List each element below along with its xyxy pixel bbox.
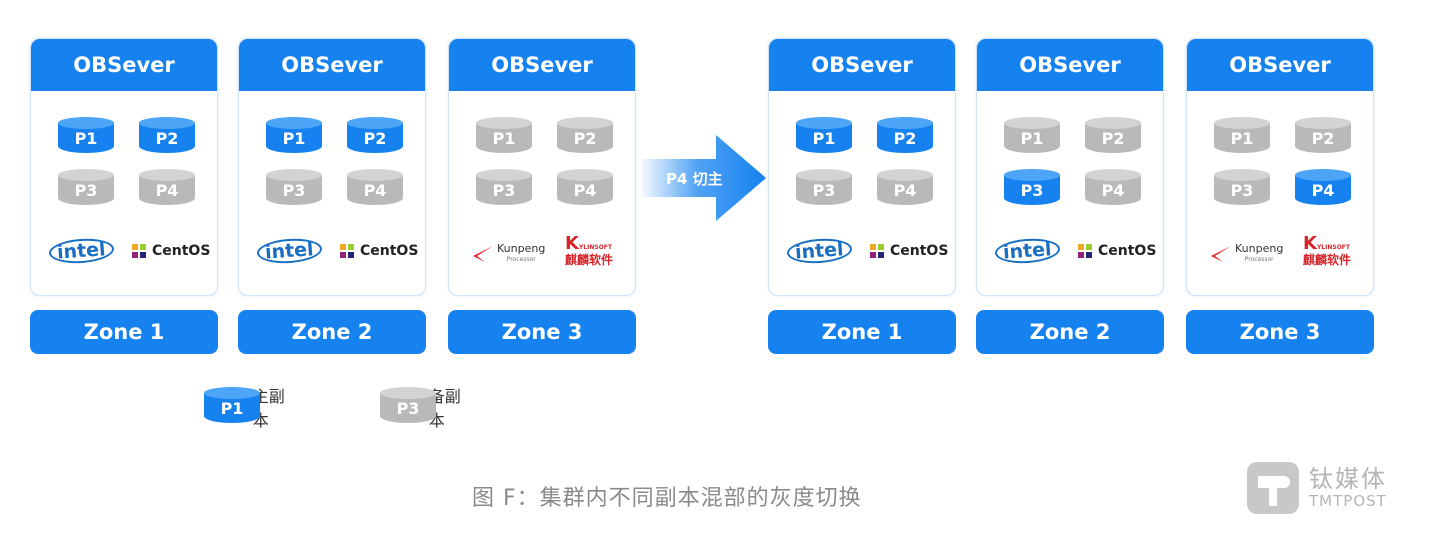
replica-p4-primary: P4 bbox=[1295, 169, 1351, 209]
kunpeng-icon bbox=[473, 246, 493, 262]
observer-title: OBSever bbox=[239, 39, 425, 91]
observer-before-zone-1: OBSever P1 P2 P3 P4 intel CentOS bbox=[30, 38, 218, 296]
replica-p3-backup: P3 bbox=[266, 169, 322, 209]
centos-icon bbox=[340, 244, 354, 258]
replica-p2-backup: P2 bbox=[557, 117, 613, 157]
intel-logo: intel bbox=[48, 236, 115, 266]
arrow-label: P4 切主 bbox=[666, 170, 723, 188]
platform-logos: intel CentOS bbox=[977, 236, 1163, 287]
observer-after-zone-2: OBSever P1 P2 P3 P4 intel CentOS bbox=[976, 38, 1164, 296]
replica-p2-primary: P2 bbox=[347, 117, 403, 157]
replica-p1-backup: P1 bbox=[476, 117, 532, 157]
replica-grid: P1 P2 P3 P4 bbox=[1187, 117, 1373, 237]
intel-logo: intel bbox=[994, 236, 1061, 266]
figure-caption: 图 F：集群内不同副本混部的灰度切换 bbox=[472, 486, 862, 511]
centos-logo: CentOS bbox=[1075, 241, 1156, 261]
tmtpost-watermark: 钛媒体 TMTPOST bbox=[1247, 462, 1387, 514]
replica-p1-primary: P1 bbox=[58, 117, 114, 157]
centos-icon bbox=[132, 244, 146, 258]
zone-label: Zone 3 bbox=[448, 310, 636, 354]
replica-p4-backup: P4 bbox=[347, 169, 403, 209]
replica-p3-backup: P3 bbox=[476, 169, 532, 209]
observer-title: OBSever bbox=[769, 39, 955, 91]
replica-p3-backup: P3 bbox=[796, 169, 852, 209]
observer-before-zone-3: OBSever P1 P2 P3 P4 Kunpeng Processor KY… bbox=[448, 38, 636, 296]
replica-p4-backup: P4 bbox=[1085, 169, 1141, 209]
replica-p1-backup: P1 bbox=[1004, 117, 1060, 157]
replica-p4-backup: P4 bbox=[139, 169, 195, 209]
platform-logos: intel CentOS bbox=[769, 236, 955, 287]
zone-label: Zone 2 bbox=[238, 310, 426, 354]
centos-icon bbox=[1078, 244, 1092, 258]
zone-label: Zone 1 bbox=[768, 310, 956, 354]
legend-backup: P3 备副本 bbox=[380, 383, 462, 431]
observer-title: OBSever bbox=[31, 39, 217, 91]
kunpeng-icon bbox=[1211, 246, 1231, 262]
replica-p3-backup: P3 bbox=[58, 169, 114, 209]
observer-title: OBSever bbox=[1187, 39, 1373, 91]
zone-label: Zone 1 bbox=[30, 310, 218, 354]
replica-p1-primary: P1 bbox=[796, 117, 852, 157]
platform-logos: intel CentOS bbox=[239, 236, 425, 287]
platform-logos: intel CentOS bbox=[31, 236, 217, 287]
observer-title: OBSever bbox=[449, 39, 635, 91]
kunpeng-logo: Kunpeng Processor bbox=[1209, 243, 1283, 265]
kylinsoft-logo: KYLINSOFT 麒麟软件 bbox=[565, 233, 614, 267]
legend-primary: P1 主副本 bbox=[204, 383, 286, 431]
replica-p2-backup: P2 bbox=[1295, 117, 1351, 157]
tmtpost-logo-icon bbox=[1247, 462, 1299, 514]
replica-p2-backup: P2 bbox=[1085, 117, 1141, 157]
centos-logo: CentOS bbox=[337, 241, 418, 261]
observer-before-zone-2: OBSever P1 P2 P3 P4 intel CentOS bbox=[238, 38, 426, 296]
replica-grid: P1 P2 P3 P4 bbox=[769, 117, 955, 237]
observer-after-zone-3: OBSever P1 P2 P3 P4 Kunpeng Processor KY… bbox=[1186, 38, 1374, 296]
replica-p2-primary: P2 bbox=[877, 117, 933, 157]
platform-logos: Kunpeng Processor KYLINSOFT 麒麟软件 bbox=[449, 233, 635, 287]
centos-icon bbox=[870, 244, 884, 258]
zone-label: Zone 2 bbox=[976, 310, 1164, 354]
centos-logo: CentOS bbox=[129, 241, 210, 261]
kylinsoft-logo: KYLINSOFT 麒麟软件 bbox=[1303, 233, 1352, 267]
platform-logos: Kunpeng Processor KYLINSOFT 麒麟软件 bbox=[1187, 233, 1373, 287]
replica-grid: P1 P2 P3 P4 bbox=[239, 117, 425, 237]
kunpeng-logo: Kunpeng Processor bbox=[471, 243, 545, 265]
replica-p2-primary: P2 bbox=[139, 117, 195, 157]
replica-p1-backup: P1 bbox=[1214, 117, 1270, 157]
watermark-en: TMTPOST bbox=[1309, 492, 1387, 510]
replica-p1-primary: P1 bbox=[266, 117, 322, 157]
replica-grid: P1 P2 P3 P4 bbox=[449, 117, 635, 237]
observer-after-zone-1: OBSever P1 P2 P3 P4 intel CentOS bbox=[768, 38, 956, 296]
intel-logo: intel bbox=[256, 236, 323, 266]
zone-label: Zone 3 bbox=[1186, 310, 1374, 354]
observer-title: OBSever bbox=[977, 39, 1163, 91]
replica-grid: P1 P2 P3 P4 bbox=[977, 117, 1163, 237]
replica-p3-backup: P3 bbox=[1214, 169, 1270, 209]
replica-grid: P1 P2 P3 P4 bbox=[31, 117, 217, 237]
legend-primary-cylinder-icon: P1 bbox=[204, 387, 260, 427]
replica-p3-primary: P3 bbox=[1004, 169, 1060, 209]
switch-arrow-icon bbox=[642, 135, 766, 221]
replica-p4-backup: P4 bbox=[557, 169, 613, 209]
replica-p4-backup: P4 bbox=[877, 169, 933, 209]
watermark-cn: 钛媒体 bbox=[1309, 465, 1387, 493]
intel-logo: intel bbox=[786, 236, 853, 266]
legend-backup-cylinder-icon: P3 bbox=[380, 387, 436, 427]
centos-logo: CentOS bbox=[867, 241, 948, 261]
